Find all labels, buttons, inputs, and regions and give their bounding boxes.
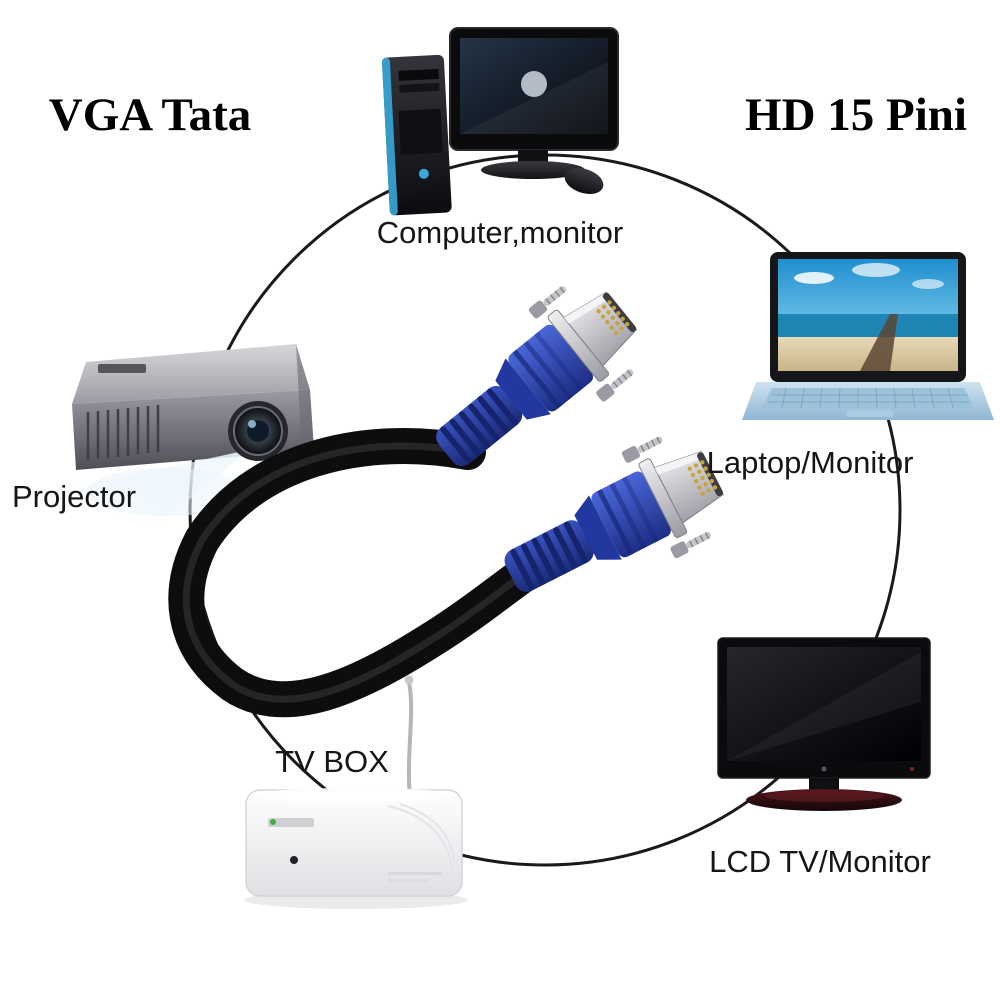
mouse-icon	[564, 168, 604, 194]
label-computer-monitor: Computer,monitor	[377, 215, 623, 250]
laptop-illustration	[742, 252, 994, 420]
title-hd-15-pini: HD 15 Pini	[745, 89, 967, 141]
vga-cable	[168, 428, 548, 718]
label-lcd-tv-monitor: LCD TV/Monitor	[709, 844, 931, 879]
label-tv-box: TV BOX	[275, 744, 389, 779]
computer-monitor-illustration	[381, 27, 619, 216]
antenna-icon	[406, 680, 414, 800]
computer-tower-icon	[381, 54, 452, 216]
tv-box-illustration	[244, 675, 468, 909]
lcd-tv-illustration	[717, 637, 931, 811]
desktop-monitor-icon	[449, 27, 619, 179]
label-projector: Projector	[12, 479, 136, 514]
title-vga-tata: VGA Tata	[49, 89, 251, 141]
label-laptop-monitor: Laptop/Monitor	[707, 445, 914, 480]
projector-lens-icon	[228, 401, 288, 461]
projector-illustration	[64, 344, 314, 528]
